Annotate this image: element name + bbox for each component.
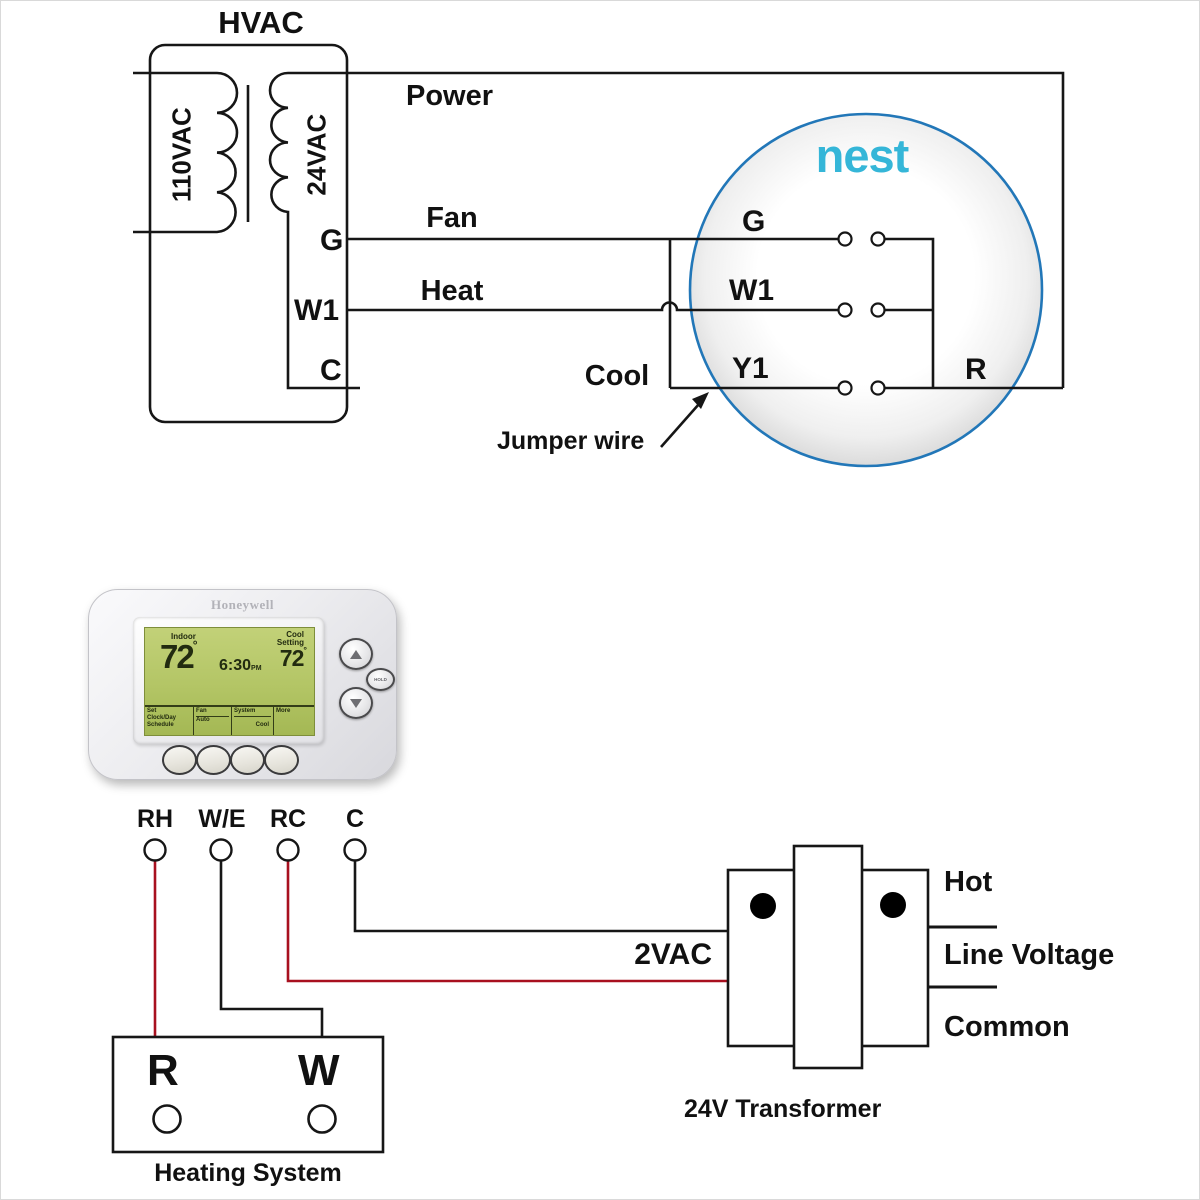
heat-wire <box>347 301 839 312</box>
heating-terminal-r: R <box>147 1046 179 1095</box>
thermostat-soft-button-1 <box>162 745 197 775</box>
heating-system-title: Heating System <box>154 1159 342 1187</box>
nest-terminal-w1: W1 <box>729 274 774 307</box>
menu-fan-mode: Auto <box>196 717 210 724</box>
hvac-box <box>148 43 349 424</box>
jumper-wire-annotation: Jumper wire <box>497 427 645 455</box>
fan-wire-label: Fan <box>426 202 478 234</box>
terminal-circle-rh <box>143 838 167 862</box>
thermostat-soft-button-2 <box>196 745 231 775</box>
primary-winding <box>133 71 239 234</box>
menu-schedule-word: Schedule <box>147 722 174 729</box>
time-value: 6:30 <box>219 657 252 674</box>
menu-more: More <box>274 707 314 735</box>
menu-set: Set <box>147 708 157 714</box>
thermostat-screen: Indoor 72° 6:30PM Cool Setting 72° Set C… <box>144 627 315 736</box>
nest-contact-g-left <box>837 231 853 247</box>
transformer-dot-right <box>880 892 906 918</box>
cool-wire-label: Cool <box>584 360 650 392</box>
indoor-label: Indoor <box>171 632 196 641</box>
menu-system-label: System <box>234 708 271 718</box>
hold-button-label: HOLD <box>374 677 387 682</box>
arrow-down-icon <box>350 698 362 708</box>
nest-terminal-y1: Y1 <box>732 352 769 385</box>
nest-contact-y1-left <box>837 380 853 396</box>
setting-label-line2: Setting <box>276 638 304 647</box>
thermostat-soft-button-3 <box>230 745 265 775</box>
indoor-temp-degree: ° <box>192 638 198 652</box>
terminal-circle-we <box>209 838 233 862</box>
transformer-input-label: 2VAC <box>634 938 712 971</box>
indoor-temp-value: 72 <box>160 638 195 675</box>
terminal-circle-c <box>343 838 367 862</box>
screen-menu: Set Clock/Day Schedule Fan Auto System C… <box>145 705 314 735</box>
transformer-core-bar <box>792 844 864 1070</box>
clock-time: 6:30PM <box>219 657 262 675</box>
nest-contact-y1-right <box>870 380 886 396</box>
transformer-title: 24V Transformer <box>684 1095 882 1123</box>
transformer-line-voltage-label: Line Voltage <box>944 939 1115 971</box>
terminal-circle-rc <box>276 838 300 862</box>
setting-label: Cool Setting <box>277 631 304 647</box>
transformer-dot-left <box>750 893 776 919</box>
primary-voltage-label: 110VAC <box>166 107 197 203</box>
time-suffix: PM <box>251 665 262 672</box>
nest-logo: nest <box>815 129 910 182</box>
thermostat-hold-button: HOLD <box>366 668 395 691</box>
menu-fan-label: Fan <box>196 708 229 718</box>
nest-terminal-r: R <box>965 353 987 386</box>
terminal-label-rc: RC <box>269 805 307 833</box>
heating-system-box <box>111 1035 385 1154</box>
jumper-arrow-line <box>660 403 700 448</box>
indoor-temperature: 72° <box>160 638 198 676</box>
transformer-hot-label: Hot <box>944 866 993 898</box>
heat-wire-label: Heat <box>420 275 484 307</box>
hvac-terminal-w1: W1 <box>294 294 339 327</box>
nest-contact-g-right <box>870 231 886 247</box>
terminal-label-rh: RH <box>136 805 174 833</box>
nest-circle <box>688 112 1044 468</box>
hvac-title: HVAC <box>218 5 304 40</box>
menu-clock-day: Clock/Day <box>147 715 177 722</box>
menu-fan: Fan Auto <box>194 707 232 735</box>
menu-system: System Cool <box>232 707 274 735</box>
nest-terminal-g: G <box>742 205 766 238</box>
jumper-arrow-head <box>692 392 709 409</box>
heating-terminal-w-circle <box>307 1104 337 1134</box>
secondary-winding-power-wire <box>268 71 1065 390</box>
r-bus-wire <box>884 237 1063 390</box>
thermostat-soft-button-4 <box>264 745 299 775</box>
setting-temp-value: 72 <box>279 645 305 671</box>
nest-contact-w1-right <box>870 302 886 318</box>
thermostat-brand: Honeywell <box>211 597 274 612</box>
nest-contact-w1-left <box>837 302 853 318</box>
secondary-voltage-label: 24VAC <box>301 113 332 196</box>
we-wire <box>219 861 324 1038</box>
arrow-up-icon <box>350 649 362 659</box>
hvac-terminal-g: G <box>320 224 344 257</box>
c-wire <box>353 861 728 933</box>
terminal-label-c: C <box>345 805 365 833</box>
thermostat-screen-bezel: Indoor 72° 6:30PM Cool Setting 72° Set C… <box>133 617 324 744</box>
power-wire-label: Power <box>406 80 494 112</box>
heating-terminal-r-circle <box>152 1104 182 1134</box>
honeywell-thermostat: Honeywell Indoor 72° 6:30PM Cool Setting… <box>88 589 397 780</box>
thermostat-down-button <box>339 687 373 719</box>
menu-system-mode: Cool <box>255 722 269 729</box>
menu-schedule: Set Clock/Day Schedule <box>145 707 194 735</box>
thermostat-up-button <box>339 638 373 670</box>
transformer-common-label: Common <box>944 1011 1070 1043</box>
menu-more-label: More <box>276 708 291 714</box>
setting-label-line1: Cool <box>286 630 304 639</box>
setting-temp-degree: ° <box>303 645 307 655</box>
rc-wire <box>286 861 728 983</box>
setting-temperature: 72° <box>280 645 307 672</box>
hvac-terminal-c: C <box>320 354 342 387</box>
terminal-label-we: W/E <box>198 805 246 833</box>
heating-terminal-w: W <box>298 1046 340 1095</box>
